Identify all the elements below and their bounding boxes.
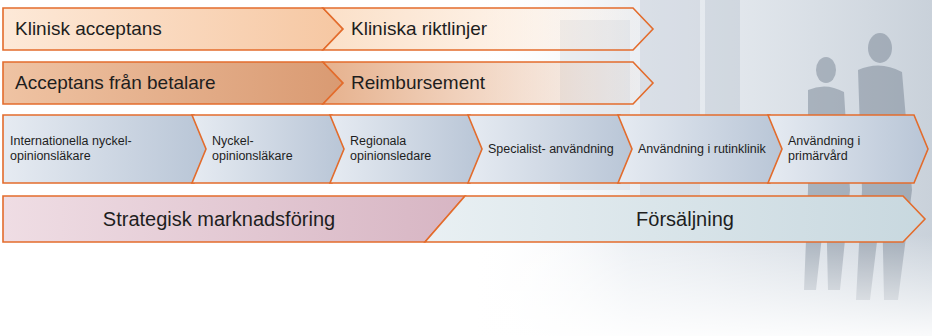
arrow-shape — [192, 115, 346, 183]
step-label: Regionala opinionsledare — [350, 134, 466, 164]
arrow-shape — [3, 62, 343, 104]
adoption-step: Nyckel- opinionsläkare — [192, 115, 346, 183]
step-label: Acceptans från betalare — [15, 72, 216, 95]
step-label: Försäljning — [636, 207, 734, 231]
step-label: Specialist- användning — [488, 142, 614, 157]
step-label: Nyckel- opinionsläkare — [212, 134, 328, 164]
arrow-shape — [425, 196, 925, 242]
arrow-shape — [330, 115, 484, 183]
adoption-step: Användning i rutinklinik — [618, 115, 784, 183]
adoption-step: Användning i primärvård — [768, 115, 928, 183]
stage-arrow: Kliniska riktlinjer — [323, 8, 653, 50]
step-label: Internationella nyckel- opinionsläkare — [10, 134, 188, 164]
adoption-step: Internationella nyckel- opinionsläkare — [3, 115, 208, 183]
step-label: Användning i primärvård — [788, 134, 910, 164]
stage-arrow: Acceptans från betalare — [3, 62, 343, 104]
arrow-shape — [3, 115, 208, 183]
step-label: Reimbursement — [351, 72, 485, 95]
step-label: Användning i rutinklinik — [638, 142, 766, 157]
arrow-shape — [618, 115, 784, 183]
arrow-shape — [323, 62, 653, 104]
arrow-shape — [468, 115, 634, 183]
arrow-shape — [768, 115, 928, 183]
phase-band: Strategisk marknadsföring — [3, 196, 465, 242]
arrow-shape — [323, 8, 653, 50]
step-label: Kliniska riktlinjer — [351, 18, 487, 41]
step-label: Strategisk marknadsföring — [103, 207, 335, 231]
phase-band: Försäljning — [425, 196, 925, 242]
adoption-step: Regionala opinionsledare — [330, 115, 484, 183]
arrow-shape — [3, 196, 465, 242]
stage-arrow: Klinisk acceptans — [3, 8, 343, 50]
stage-arrow: Reimbursement — [323, 62, 653, 104]
arrow-shape — [3, 8, 343, 50]
step-label: Klinisk acceptans — [15, 18, 162, 41]
adoption-step: Specialist- användning — [468, 115, 634, 183]
